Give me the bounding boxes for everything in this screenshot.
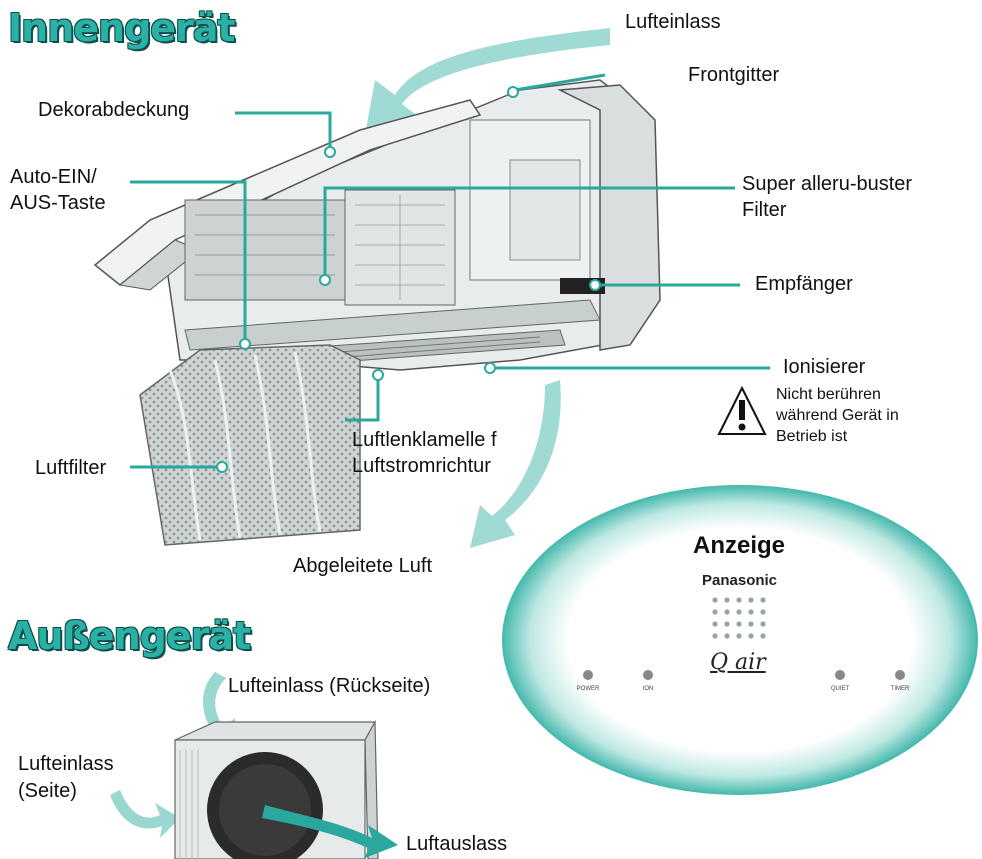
indicator-power-label: POWER bbox=[576, 686, 600, 692]
outdoor-side-intake-arrow bbox=[110, 790, 180, 838]
display-qair-logo: Q air bbox=[710, 650, 766, 675]
outdoor-exhaust-arrow bbox=[262, 805, 398, 858]
indoor-unit-title: Innengerät bbox=[8, 6, 236, 50]
label-air-intake: Lufteinlass bbox=[625, 11, 721, 33]
display-title: Anzeige bbox=[693, 532, 786, 559]
label-super-filter-line2: Filter bbox=[742, 199, 787, 221]
display-panel bbox=[502, 485, 978, 795]
label-air-outlet: Luftauslass bbox=[406, 833, 508, 855]
label-auto-on-off-line2: AUS-Taste bbox=[10, 192, 106, 214]
exhaust-air-arrow bbox=[470, 380, 561, 548]
warning-icon bbox=[717, 385, 767, 435]
label-ionizer: Ionisierer bbox=[783, 356, 866, 378]
display-brand-logo: Panasonic bbox=[702, 572, 778, 589]
label-rear-air-intake: Lufteinlass (Rückseite) bbox=[228, 675, 431, 697]
indicator-ion-label: ION bbox=[642, 686, 654, 692]
label-side-air-intake-line2: (Seite) bbox=[18, 780, 77, 802]
leader-dots bbox=[216, 86, 601, 473]
label-exhaust-air: Abgeleitete Luft bbox=[293, 555, 432, 577]
air-filter-ribs bbox=[168, 351, 322, 541]
label-louver-line2: Luftstromrichtur bbox=[352, 455, 491, 477]
warning-line1: Nicht berühren bbox=[776, 386, 881, 403]
label-decor-cover: Dekorabdeckung bbox=[38, 99, 190, 121]
label-auto-on-off-line1: Auto-EIN/ bbox=[10, 166, 97, 188]
label-air-filter: Luftfilter bbox=[35, 457, 107, 479]
leader-lines bbox=[130, 73, 770, 469]
indicator-timer-label: TIMER bbox=[890, 686, 910, 692]
label-front-grille: Frontgitter bbox=[688, 64, 780, 86]
label-receiver: Empfänger bbox=[755, 273, 853, 295]
warning-line3: Betrieb ist bbox=[776, 428, 848, 445]
label-super-filter-line1: Super alleru-buster bbox=[742, 173, 913, 195]
display-grille bbox=[712, 597, 766, 639]
warning-line2: während Gerät in bbox=[776, 407, 899, 424]
indicator-quiet-label: QUIET bbox=[830, 686, 850, 692]
label-louver-line1: Luftlenklamelle f bbox=[352, 429, 497, 451]
label-side-air-intake-line1: Lufteinlass bbox=[18, 753, 114, 775]
display-indicator-lamps bbox=[583, 670, 905, 680]
outdoor-unit-title: Außengerät bbox=[8, 614, 251, 658]
